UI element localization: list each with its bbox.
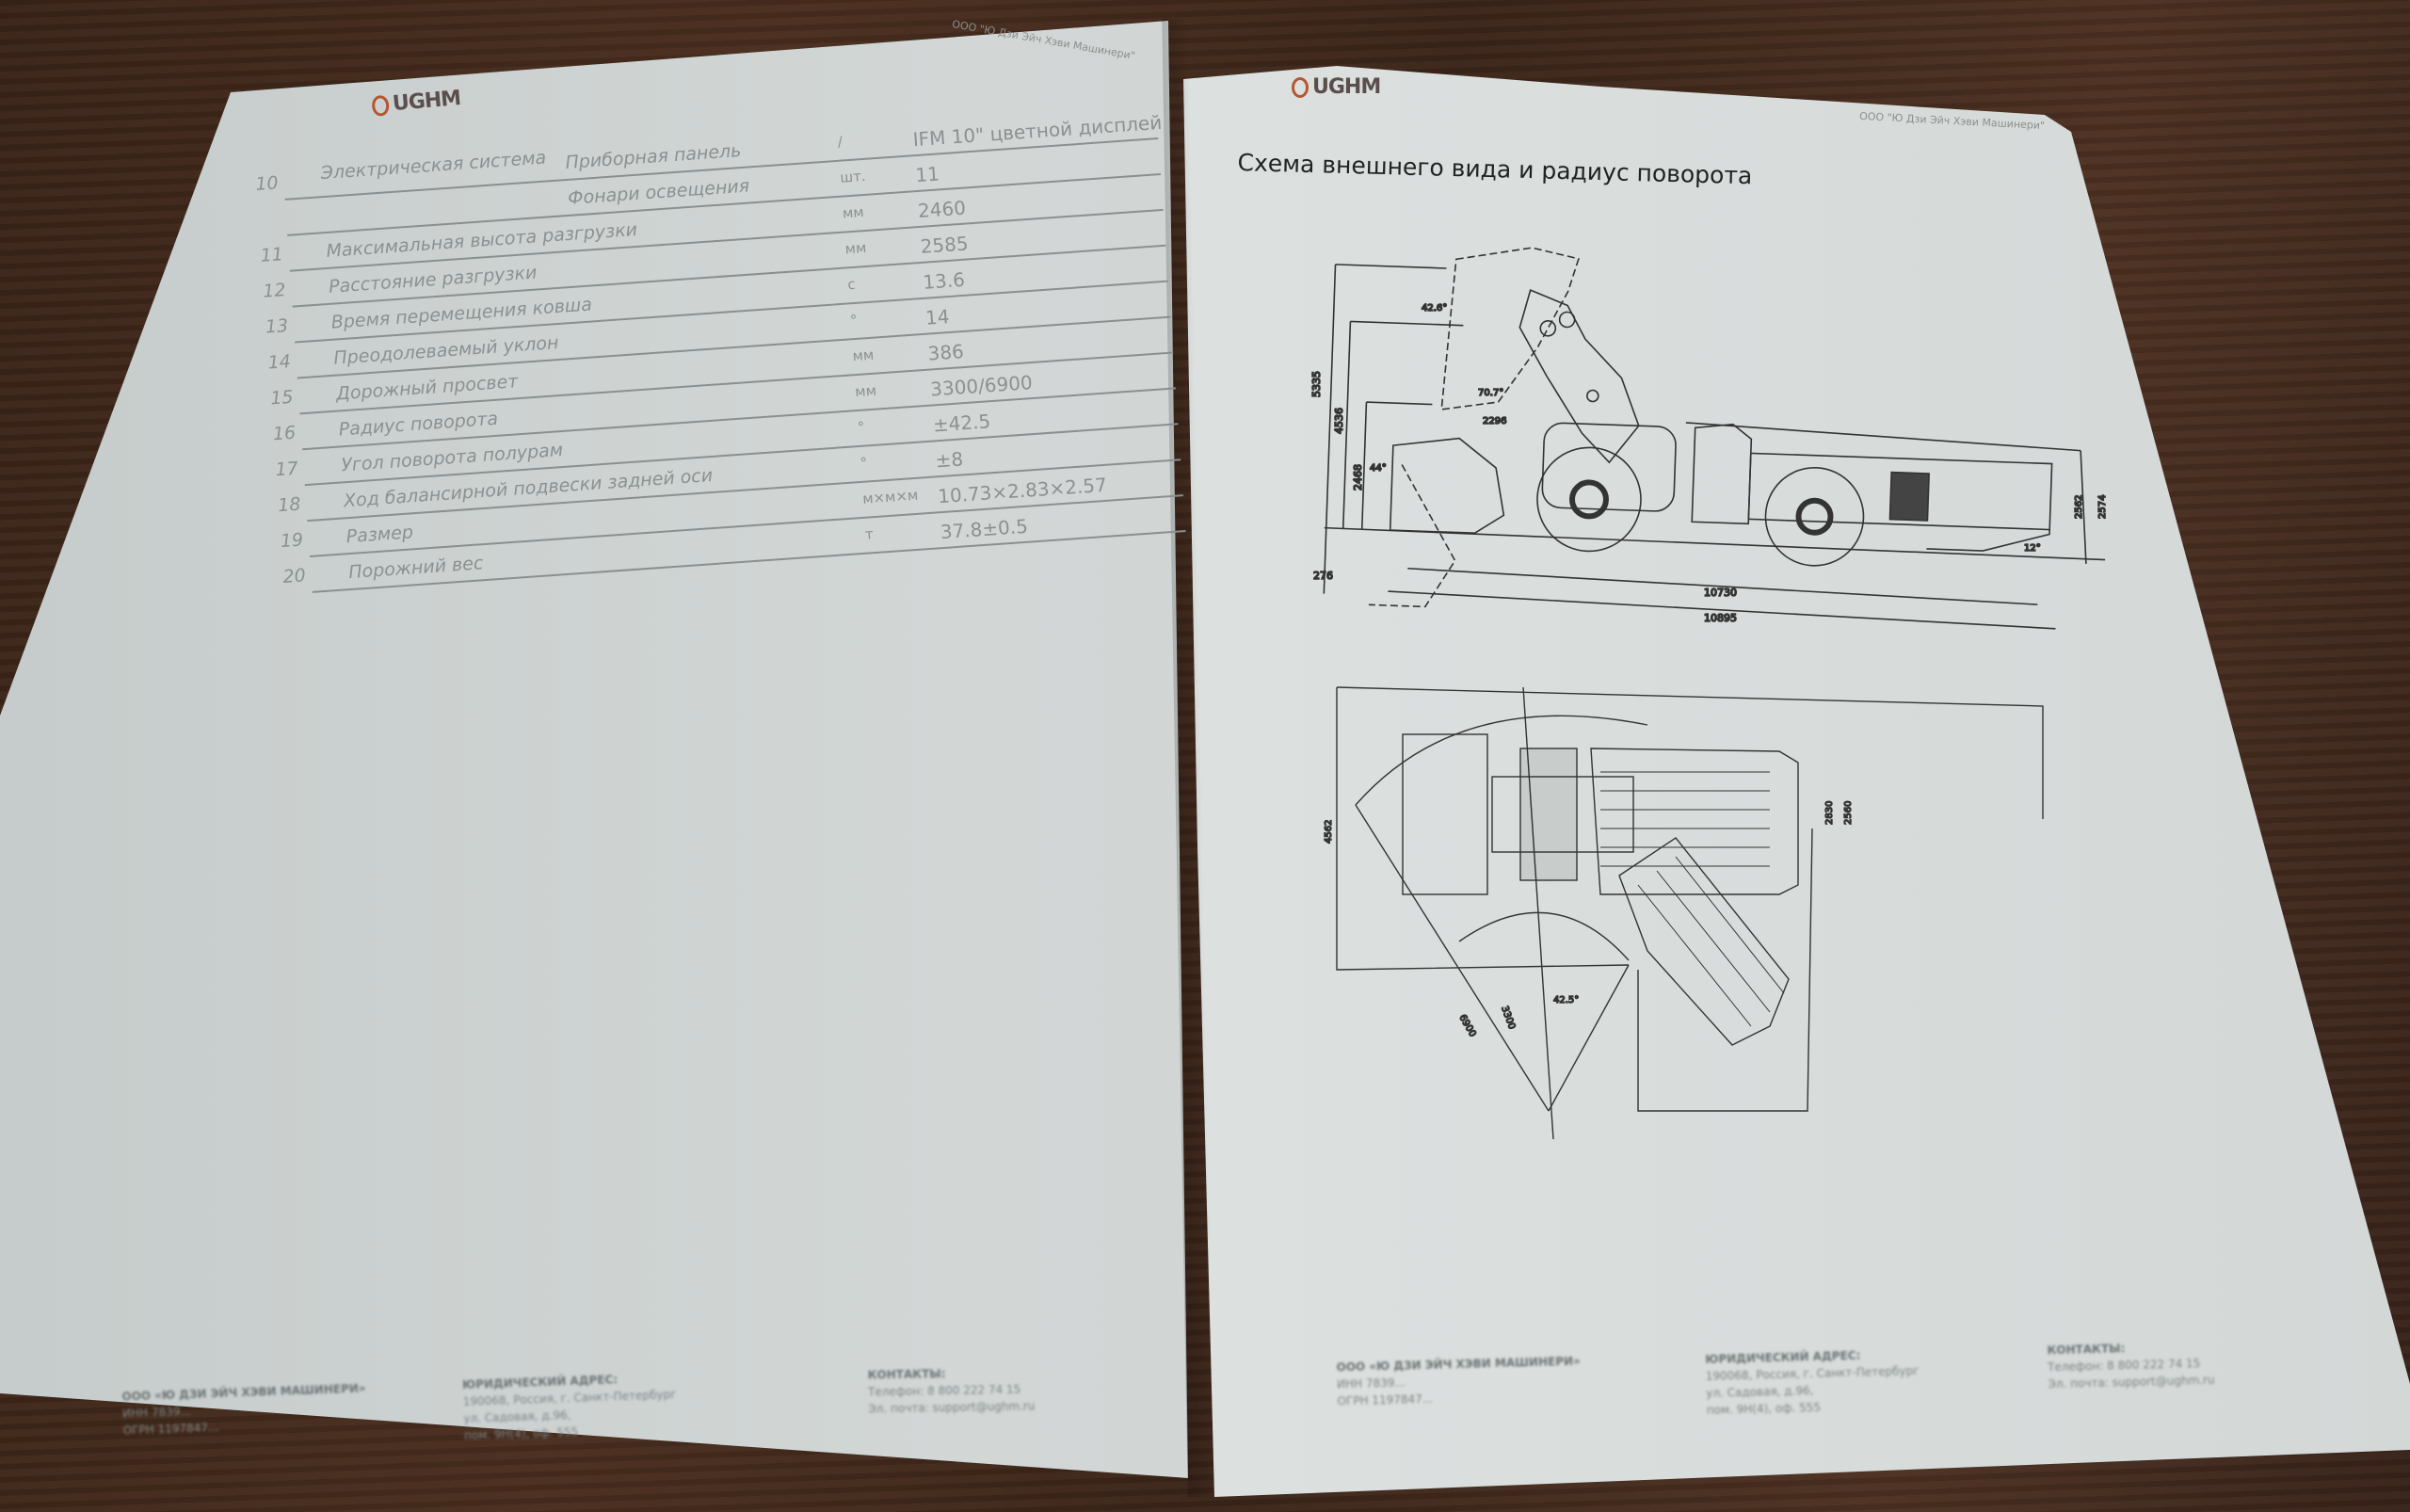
cell-value: 386 — [926, 340, 965, 365]
cell-sub: Приборная панель — [564, 139, 743, 173]
cell-unit: с — [846, 275, 857, 294]
logo-mark-icon — [371, 94, 391, 117]
cell-unit: ° — [859, 454, 868, 472]
footer-company: ООО «Ю ДЗИ ЭЙЧ ХЭВИ МАШИНЕРИ»ИНН 7839...… — [121, 1381, 366, 1438]
front-frame-top — [1491, 776, 1634, 853]
inner-arc — [1458, 911, 1630, 961]
cell-num: 20 — [281, 565, 307, 588]
front-frame — [1541, 422, 1677, 512]
cell-value: 2585 — [919, 232, 970, 258]
engine-grille — [1888, 471, 1930, 522]
footer-company: ООО «Ю ДЗИ ЭЙЧ ХЭВИ МАШИНЕРИ»ИНН 7839...… — [1336, 1354, 1581, 1408]
cell-unit: шт. — [839, 167, 867, 186]
svg-text:42.5°: 42.5° — [1553, 995, 1579, 1005]
svg-text:10730: 10730 — [1704, 587, 1737, 599]
cell-value: 11 — [914, 162, 940, 187]
rear-frame-top — [1590, 748, 1799, 895]
front-wheel — [1536, 446, 1642, 553]
turning-radius-drawing: 4562 6900 3300 42.5° 2830 2560 — [1323, 686, 2044, 1140]
svg-text:2468: 2468 — [1352, 464, 1364, 491]
boom-arm — [1518, 289, 1640, 464]
cell-unit: т — [864, 525, 875, 543]
cell-num: 16 — [272, 422, 297, 445]
cell-num: 11 — [259, 244, 284, 266]
cell-unit: ° — [857, 418, 866, 437]
dim-line — [1388, 590, 2056, 630]
svg-text:5335: 5335 — [1310, 371, 1323, 397]
rear-wheel — [1764, 466, 1865, 567]
outline-box — [1336, 686, 2044, 819]
cell-unit: мм — [844, 238, 867, 258]
cell-name: Дорожный просвет — [335, 371, 520, 405]
cell-unit: м×м×м — [861, 486, 919, 507]
cell-unit: мм — [854, 381, 877, 401]
cell-value: 3300/6900 — [929, 371, 1034, 401]
cell-num: 12 — [262, 280, 287, 302]
footer-address: ЮРИДИЧЕСКИЙ АДРЕС:190068, Россия, г. Сан… — [1705, 1348, 1920, 1417]
svg-text:70.7°: 70.7° — [1478, 388, 1503, 398]
articulated-rear-frame — [1618, 837, 1790, 1046]
svg-text:3300: 3300 — [1499, 1005, 1517, 1031]
svg-text:12°: 12° — [2024, 543, 2041, 554]
svg-text:2562: 2562 — [2074, 495, 2084, 519]
rear-frame — [1747, 452, 2053, 531]
cab — [1691, 423, 1753, 525]
cell-unit: мм — [842, 203, 865, 222]
cell-value: ±42.5 — [932, 410, 991, 437]
footer-address: ЮРИДИЧЕСКИЙ АДРЕС:190068, Россия, г. Сан… — [461, 1373, 677, 1442]
svg-text:2560: 2560 — [1843, 801, 1854, 825]
svg-text:2830: 2830 — [1824, 801, 1835, 825]
cell-name: Радиус поворота — [338, 408, 499, 441]
cell-unit: ° — [849, 311, 859, 330]
cell-unit: / — [837, 133, 844, 151]
svg-text:276: 276 — [1313, 570, 1333, 582]
cell-unit: мм — [852, 346, 875, 365]
svg-text:2574: 2574 — [2097, 495, 2108, 519]
cell-name: Размер — [345, 522, 414, 548]
cell-value: 37.8±0.5 — [940, 514, 1029, 544]
cell-num: 14 — [266, 350, 292, 374]
svg-text:44°: 44° — [1370, 463, 1387, 474]
cell-value: 14 — [924, 305, 951, 330]
lowered-bucket — [1389, 437, 1505, 535]
svg-text:10895: 10895 — [1704, 612, 1737, 624]
svg-text:4562: 4562 — [1324, 820, 1334, 844]
cell-num: 10 — [254, 172, 280, 196]
svg-text:6900: 6900 — [1456, 1013, 1477, 1039]
side-view-drawing: 5335 4536 2468 276 10730 10895 42.6° 70.… — [1309, 247, 2109, 630]
cell-value: 13.6 — [922, 267, 966, 294]
cell-num: 17 — [274, 458, 299, 481]
cell-value: ±8 — [934, 447, 964, 473]
cell-num: 15 — [269, 386, 295, 410]
ground-line — [1324, 526, 2106, 561]
cell-sub: Фонари освещения — [567, 175, 750, 209]
dim-line — [1342, 321, 1352, 529]
raised-bucket — [1440, 247, 1580, 410]
bucket-top — [1402, 733, 1488, 895]
cell-num: 18 — [277, 493, 302, 517]
dim-line — [1360, 402, 1368, 530]
svg-text:4536: 4536 — [1333, 408, 1345, 434]
cell-num: 19 — [280, 529, 304, 553]
svg-text:42.6°: 42.6° — [1422, 303, 1447, 314]
logo-mark-icon — [1292, 76, 1309, 98]
tilted-bucket — [1368, 464, 1456, 608]
dim-line — [1323, 264, 1337, 594]
cell-name: Порожний вес — [347, 553, 485, 584]
cell-value: 2460 — [917, 196, 967, 223]
center-line — [1522, 686, 1554, 1140]
svg-text:2296: 2296 — [1483, 416, 1506, 426]
logo: UGHM — [1292, 75, 1381, 99]
swept-box — [1637, 828, 1813, 1112]
cell-num: 13 — [265, 315, 289, 338]
outer-arc — [1355, 715, 1648, 806]
dim-line — [1407, 567, 2038, 605]
